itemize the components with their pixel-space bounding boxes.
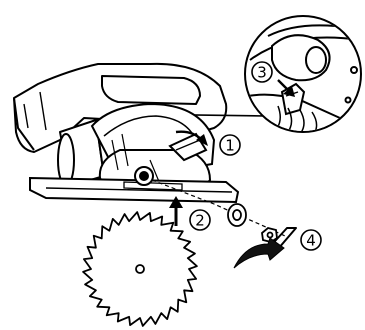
svg-text:2: 2 — [195, 212, 205, 230]
tighten-arrow — [234, 238, 284, 268]
base-plate — [30, 178, 238, 202]
svg-text:4: 4 — [306, 232, 316, 250]
outer-flange — [228, 204, 246, 226]
saw-blade — [83, 212, 197, 326]
spindle-flange — [135, 167, 153, 185]
svg-text:1: 1 — [225, 137, 235, 155]
callout-step-3: 3 — [252, 62, 272, 82]
callout-step-4: 4 — [301, 230, 321, 250]
callout-step-2: 2 — [190, 210, 210, 230]
blade-arbor-hole — [136, 265, 144, 273]
svg-text:3: 3 — [257, 64, 267, 82]
callout-step-1: 1 — [220, 135, 240, 155]
